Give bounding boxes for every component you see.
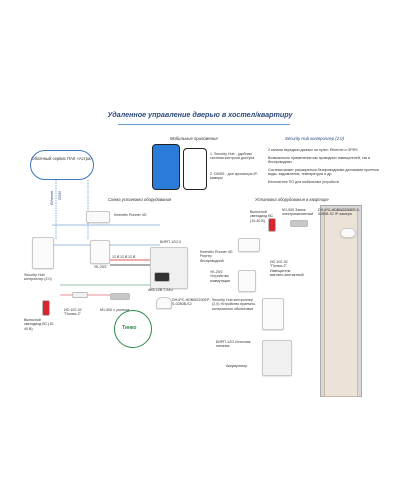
- diagram-title: Удаленное управление дверью в хостел/ква…: [107, 110, 293, 119]
- install-title: Установка оборудования в квартире: [255, 197, 329, 202]
- exit-led: [42, 300, 50, 316]
- scheme-title: Схема установки оборудования: [108, 197, 172, 202]
- diagram-canvas: Удаленное управление дверью в хостел/ква…: [0, 100, 400, 400]
- apps-item-2: 2. DMSS - для просмотра IP-камеры: [210, 172, 259, 181]
- install-lock: [290, 220, 308, 227]
- bip-device: [150, 247, 188, 289]
- camera-label: DH-IPC-HDBW2230EP-S-0280B-S2: [172, 298, 211, 307]
- logo-text: Тинко: [122, 325, 137, 331]
- io-sensor: [72, 292, 88, 298]
- m1-label: М1-500 с уголком: [100, 308, 130, 312]
- title-underline: [118, 124, 290, 125]
- router-device: [86, 211, 110, 223]
- camera-device: [156, 297, 172, 309]
- apps-item-1: 1. Security Hub - удобная система контро…: [210, 152, 255, 161]
- v12-label-c: 12 В: [128, 255, 136, 259]
- phone-screen-icon: [183, 148, 207, 190]
- lock-device: [110, 293, 130, 300]
- hub-info-bullet-4: Бесплатное ПО для мобильных устройств: [268, 180, 339, 184]
- install-bip: [262, 340, 292, 376]
- io-label: ИО 102-32 "Полюс-2": [64, 308, 82, 317]
- door-panel: [324, 210, 358, 397]
- tinko-logo: [114, 310, 152, 348]
- install-akb-label: Аккумулятор: [226, 364, 248, 368]
- install-bip-label: БИРП-12/2 Источник питания: [216, 340, 251, 349]
- akb-label: АКБ 12В 7,2Ач: [148, 288, 173, 292]
- router-label: Keenetic Runner 4G: [114, 213, 147, 217]
- install-uk: [238, 270, 256, 292]
- hub-info-title: Security Hub контроллер (2.0): [285, 136, 344, 141]
- uk-label: УК-29/2: [94, 265, 107, 269]
- apps-title: Мобильные приложения: [170, 136, 218, 141]
- phone-app-icon: [152, 144, 180, 190]
- bip-label: БИРП-12/2.0: [160, 240, 182, 244]
- install-exit-label: Выносной светодиод ВС (10-40 В): [250, 210, 274, 223]
- install-io-label: ИО 102-32 "Полюс-2" Извещатель магнито-к…: [270, 260, 304, 278]
- v12-label-b: 12 В: [120, 255, 128, 259]
- cloud-label: Облачный сервис ПАК «Астра»: [31, 156, 93, 161]
- hub-info-bullet-1: 2 канала передачи данных на пульт: Ether…: [268, 148, 358, 152]
- install-router-label: Keenetic Runner 4G Роутер беспроводной: [200, 250, 233, 263]
- hub-info-bullet-2: Возможность применения как проводных изв…: [268, 156, 371, 165]
- uk-device: [90, 240, 110, 264]
- install-camera-label: DH-IPC-HDBW2230EP-S-0280B-S2 IP-камера: [318, 208, 361, 217]
- install-camera: [340, 228, 356, 238]
- hub-info-bullet-3: Система может расширяться беспроводными …: [268, 168, 379, 177]
- hub-device: [32, 237, 54, 269]
- install-m1-label: М1-500 Замок электромагнитный: [282, 208, 314, 217]
- cloud-shape: [30, 150, 94, 180]
- hub-label: Security Hub контроллер (2.0): [24, 273, 52, 282]
- install-exit-led: [268, 218, 276, 232]
- install-uk-label: УК-29/2 Устройство коммутации: [210, 270, 231, 283]
- v12-label-a: 12 В: [112, 255, 120, 259]
- install-router: [238, 238, 260, 252]
- install-hub: [262, 298, 284, 330]
- install-hub-label: Security Hub контроллер (2.0) Устройство…: [212, 298, 256, 311]
- exit-label: Выносной светодиод ВС (10-40 В): [24, 318, 55, 331]
- battery: [154, 272, 170, 282]
